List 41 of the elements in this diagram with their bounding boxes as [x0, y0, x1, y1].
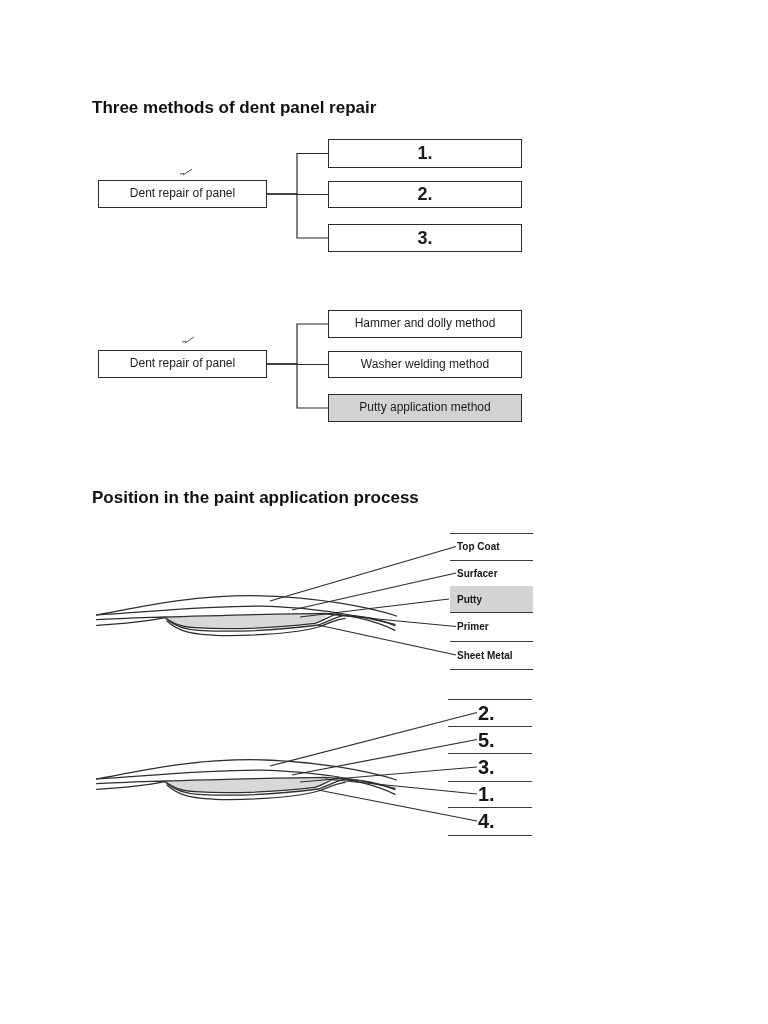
process-box [328, 224, 522, 252]
process-box [328, 139, 522, 168]
box-text: Washer welding method [360, 357, 490, 372]
process-box [98, 350, 267, 378]
leader-line [269, 711, 478, 767]
section-heading: Position in the paint application process [92, 487, 419, 509]
layer-label: Primer [457, 621, 489, 632]
box-text: 1. [417, 143, 433, 164]
box-text: 2. [417, 184, 433, 205]
connector-line [266, 363, 329, 409]
callout-number: 3. [478, 756, 495, 778]
cell-text: Putty [457, 593, 482, 605]
leader-line [299, 598, 450, 618]
leader-line [299, 766, 478, 783]
process-box [98, 180, 267, 208]
leader-line [291, 738, 478, 776]
process-box [328, 181, 522, 208]
shaded-label-cell [450, 586, 533, 612]
callout-number: 4. [478, 810, 495, 832]
callout-number: 1. [478, 783, 495, 805]
shaded-process-box [328, 394, 522, 422]
process-box [328, 351, 522, 378]
leader-line [324, 778, 478, 795]
layer-label: Surfacer [457, 567, 498, 579]
leader-line [324, 613, 457, 628]
leader-line [317, 624, 457, 656]
process-box [328, 310, 522, 338]
callout-number: 2. [478, 701, 495, 724]
box-text: Hammer and dolly method [354, 317, 496, 331]
layer-label: Top Coat [457, 541, 500, 552]
layer-label: Sheet Metal [457, 649, 513, 661]
box-text: 3. [417, 227, 433, 249]
callout-number: 5. [478, 728, 495, 751]
box-text: Dent repair of panel [129, 187, 236, 201]
connector-line [266, 193, 329, 239]
leader-line [269, 545, 457, 602]
heading: Three methods of dent panel repair [92, 97, 377, 119]
box-text: Dent repair of panel [129, 357, 236, 371]
leader-line [291, 572, 457, 611]
leader-line [317, 789, 478, 822]
box-text: Putty application method [359, 401, 491, 415]
